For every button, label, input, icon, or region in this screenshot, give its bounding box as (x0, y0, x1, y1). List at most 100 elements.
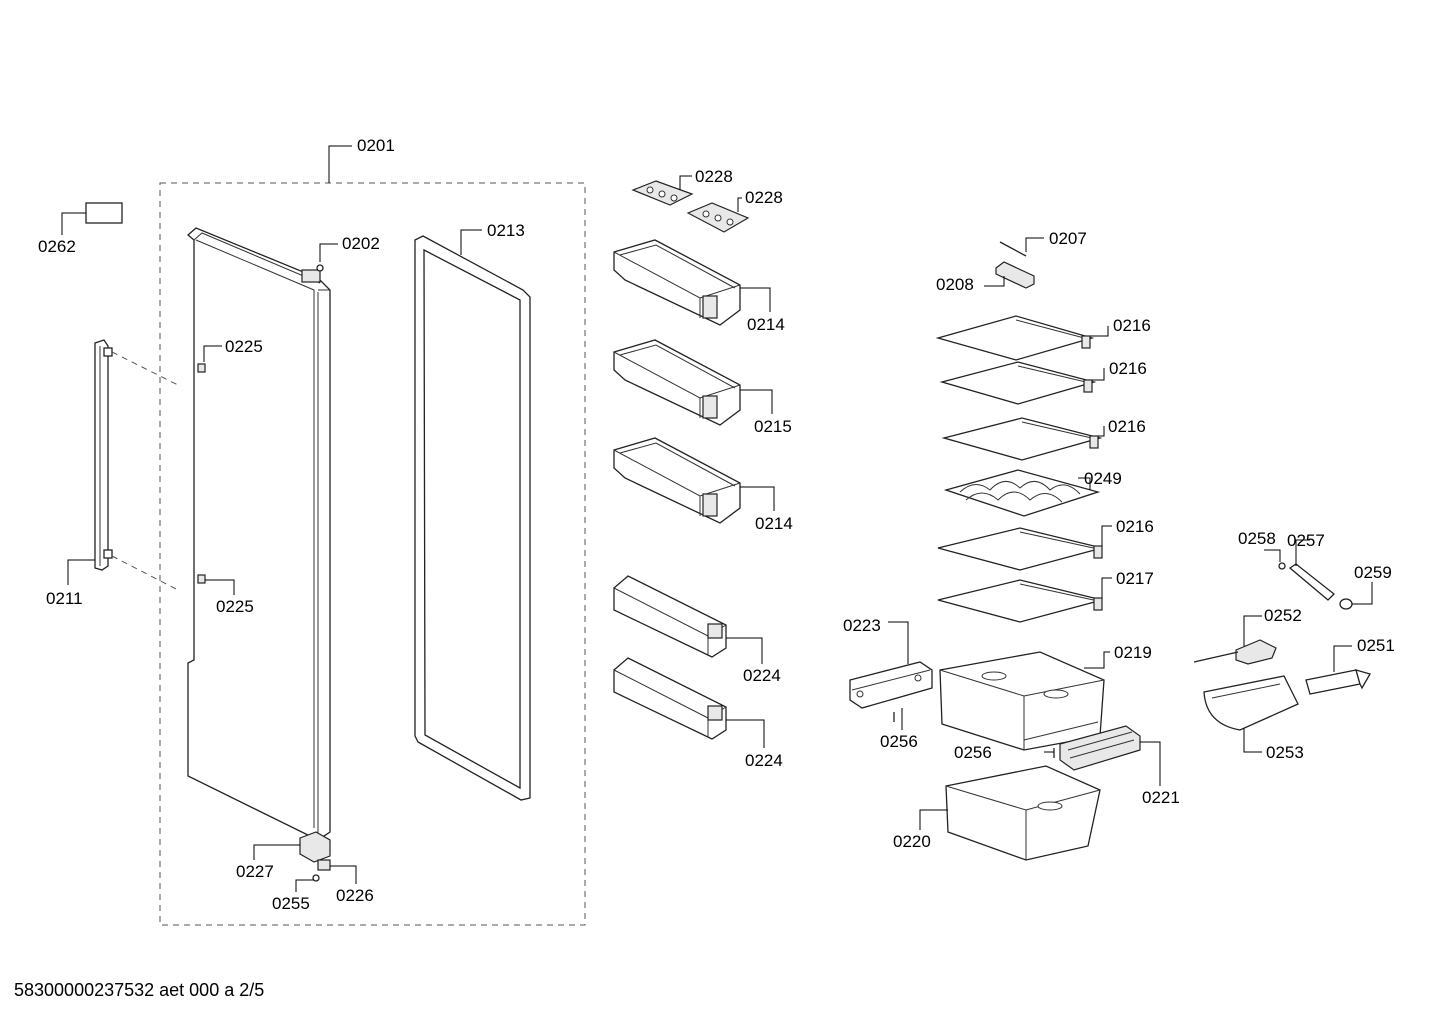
light-module-0208-part (995, 261, 1035, 289)
label-0224b: 0224 (745, 751, 783, 770)
glass-shelf-0216-4-part (937, 527, 1103, 571)
leader-0227 (253, 844, 300, 860)
leader-0216c (1098, 426, 1105, 437)
label-0220: 0220 (893, 832, 931, 851)
leader-0249 (1078, 477, 1091, 490)
leader-0225a (203, 345, 222, 362)
label-0249: 0249 (1084, 469, 1122, 488)
label-0211: 0211 (46, 589, 83, 608)
leader-0208 (984, 276, 1005, 287)
filter-connector-0257-part (1288, 563, 1335, 601)
leader-0252 (1243, 615, 1262, 646)
label-0219: 0219 (1114, 643, 1152, 662)
leader-0202 (319, 243, 338, 262)
label-0228a: 0228 (695, 167, 733, 186)
leader-0224b (726, 719, 765, 748)
hinge-0227-part (299, 831, 331, 863)
label-0255: 0255 (272, 894, 310, 913)
leader-0217 (1101, 577, 1112, 598)
leader-0211 (67, 559, 95, 585)
wine-rack-0249-part (943, 469, 1101, 517)
leader-0228a (679, 175, 692, 190)
label-0259: 0259 (1354, 563, 1392, 582)
door-bin-0215-part (613, 339, 741, 426)
label-0213: 0213 (487, 221, 525, 240)
leader-0225b (205, 579, 235, 595)
bushing-0225-bottom-part (197, 574, 206, 584)
leader-0255 (295, 879, 314, 892)
seal-ring-0258-part (1278, 562, 1286, 570)
label-0262: 0262 (38, 237, 76, 256)
leader-0262 (61, 212, 86, 235)
leader-0253 (1243, 728, 1262, 753)
label-0215: 0215 (754, 417, 792, 436)
label-0256b: 0256 (954, 743, 992, 762)
leader-0258 (1264, 549, 1281, 562)
filter-housing-0252-part (1193, 639, 1277, 665)
leader-0214b (740, 486, 775, 511)
light-cover-0207-part (999, 241, 1027, 257)
door-gasket-part (414, 235, 531, 801)
door-assembly-boundary (159, 182, 586, 926)
label-0258: 0258 (1238, 529, 1276, 548)
label-0216a: 0216 (1113, 316, 1151, 335)
freezer-drawer-0220-part (945, 765, 1101, 861)
label-0251: 0251 (1357, 636, 1395, 655)
leader-0259 (1352, 582, 1373, 605)
leader-0251 (1333, 645, 1352, 672)
rating-plate-part (85, 202, 123, 224)
label-0216d: 0216 (1116, 517, 1154, 536)
label-0225b: 0225 (216, 597, 254, 616)
label-0256a: 0256 (880, 732, 918, 751)
filter-cover-0253-part (1203, 675, 1299, 731)
door-bin-0224-bottom-part (613, 657, 727, 740)
label-0221: 0221 (1142, 788, 1180, 807)
handle-mount-dash-top (111, 351, 179, 386)
leader-0219 (1084, 651, 1110, 669)
screw-0202-part (316, 264, 324, 272)
leader-0216d (1101, 525, 1112, 546)
egg-tray-0228-top-part (631, 180, 694, 206)
label-0225a: 0225 (225, 337, 263, 356)
leader-0228b (737, 197, 742, 212)
glass-shelf-0217-part (937, 579, 1103, 623)
label-0252: 0252 (1264, 606, 1302, 625)
water-filter-0251-part (1305, 669, 1371, 695)
label-0208: 0208 (936, 275, 974, 294)
label-0201: 0201 (357, 136, 395, 155)
label-0253: 0253 (1266, 743, 1304, 762)
label-0227: 0227 (236, 862, 274, 881)
label-0202: 0202 (342, 234, 380, 253)
door-handle-part (94, 339, 113, 571)
document-footer-code: 58300000237532 aet 000 a 2/5 (14, 980, 265, 1000)
door-bin-0214-bottom-part (613, 437, 741, 524)
label-0228b: 0228 (745, 188, 783, 207)
leader-0257 (1295, 539, 1310, 566)
label-0223: 0223 (843, 616, 881, 635)
glass-shelf-0216-1-part (935, 315, 1095, 361)
drawer-rail-0223-part (849, 661, 933, 709)
label-0214b: 0214 (755, 514, 793, 533)
glass-shelf-0216-2-part (939, 361, 1097, 405)
label-0257: 0257 (1287, 531, 1325, 550)
label-0217: 0217 (1116, 569, 1154, 588)
leader-0213 (460, 229, 482, 255)
humidity-control-0221-part (1059, 725, 1141, 771)
washer-0255-part (312, 874, 320, 882)
leader-0223 (888, 621, 909, 664)
label-0224a: 0224 (743, 666, 781, 685)
label-0214a: 0214 (747, 315, 785, 334)
glass-shelf-0216-3-part (941, 417, 1103, 461)
leader-0220 (919, 809, 948, 830)
door-bin-0214-top-part (613, 239, 741, 326)
leader-0224a (726, 637, 763, 664)
leader-0201 (328, 145, 352, 183)
leader-0226 (330, 865, 357, 884)
leader-0207 (1025, 237, 1044, 252)
label-0216b: 0216 (1109, 359, 1147, 378)
leader-0221 (1140, 741, 1161, 786)
leader-0215 (740, 389, 773, 414)
label-0207: 0207 (1049, 229, 1087, 248)
leader-0216a (1090, 326, 1109, 337)
door-bin-0224-top-part (613, 575, 727, 658)
